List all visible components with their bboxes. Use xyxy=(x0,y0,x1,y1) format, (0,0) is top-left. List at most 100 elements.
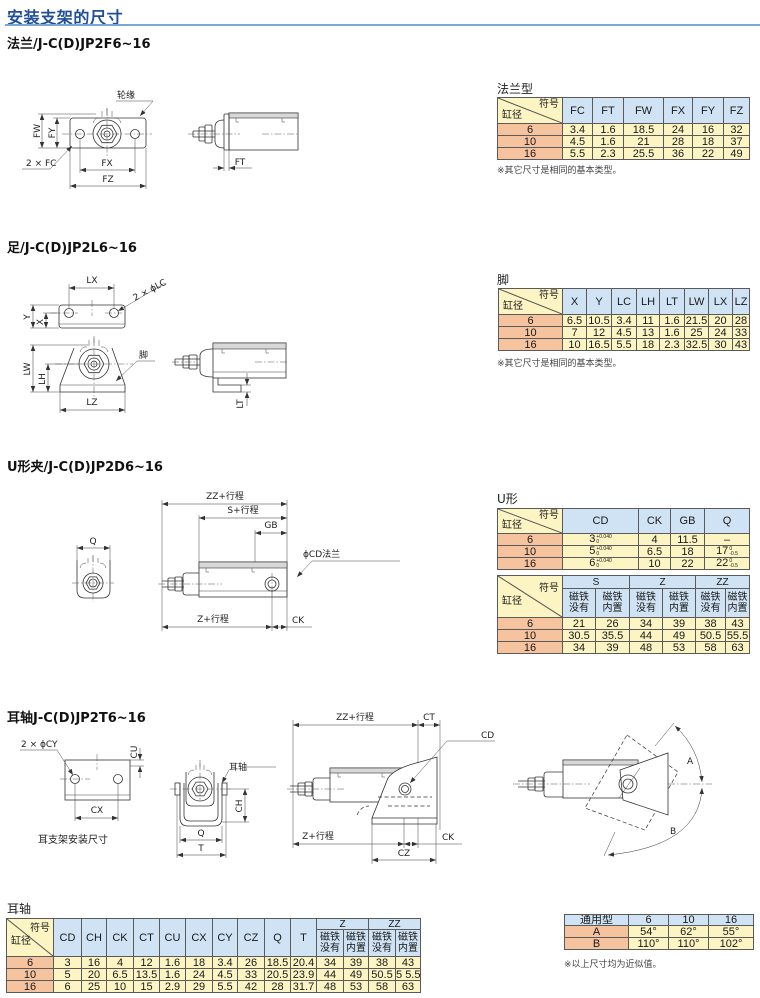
nominal-value: 6 xyxy=(589,557,596,570)
extension-lines xyxy=(241,384,251,393)
page-title: 安装支架的尺寸 xyxy=(7,8,124,27)
value-cell: 3 xyxy=(53,956,82,969)
table-header: 符号 缸径 CD CK GB Q xyxy=(497,508,750,534)
value-cell: 16 xyxy=(81,956,107,969)
bore-label: 缸径 xyxy=(502,520,522,531)
trunnion-bracket xyxy=(371,756,438,819)
extension-lines xyxy=(223,150,230,171)
table-header: 符号 缸径 S Z ZZ 磁铁没有 磁铁内置 磁铁没有 磁铁内置 磁铁没有 磁铁… xyxy=(497,575,751,618)
header-row: 符号 缸径 FC FT FW FX FY FZ xyxy=(497,97,750,124)
flange-plate xyxy=(69,117,147,149)
value-cell: 20.4 xyxy=(290,956,317,969)
head-cover xyxy=(199,348,214,378)
nominal-value: 3 xyxy=(589,533,596,546)
value-cell: 35.5 xyxy=(594,629,631,642)
diagonal-line xyxy=(498,576,562,617)
flange-table-title: 法兰型 xyxy=(497,82,534,96)
diagonal-line xyxy=(498,98,562,123)
sub-header-no-magnet: 磁铁没有 xyxy=(316,929,344,957)
corner-content: 符号 缸径 xyxy=(7,919,53,956)
symbol-label: 符号 xyxy=(539,510,559,521)
column-header: FZ xyxy=(723,97,750,124)
cx-label: CX xyxy=(91,806,103,816)
extension-lines xyxy=(38,113,147,189)
extension-lines xyxy=(30,284,115,329)
tolerance: 0-0.5 xyxy=(729,559,738,569)
sub-header-line: 磁铁 xyxy=(320,932,340,943)
nominal-value: 22 xyxy=(716,557,729,570)
value-cell: 6.5 xyxy=(562,314,587,327)
value-cell: 12 xyxy=(586,326,612,339)
clevis-outline xyxy=(76,560,111,599)
trunnion-bracket-top-view: 2 × ϕCY CU CX 耳支架安装尺寸 xyxy=(20,740,144,846)
value-cell: 10 xyxy=(638,557,671,570)
table-header: 符号 缸径 CD CH CK CT CU CX CY CZ Q T Z ZZ 磁… xyxy=(6,918,422,957)
value-cell: 31.7 xyxy=(290,980,317,993)
value-cell: 24 xyxy=(185,968,213,981)
ck-label: CK xyxy=(442,833,455,843)
value-cell: 63 xyxy=(725,641,751,654)
column-header: CK xyxy=(638,508,671,534)
corner-header-cell: 符号 缸径 xyxy=(6,918,54,957)
row-label-cell: 6 xyxy=(498,314,563,327)
clevis-pin-bore xyxy=(267,579,277,589)
bracket-mounting-caption: 耳支架安装尺寸 xyxy=(38,833,108,846)
diagonal-divider xyxy=(7,919,53,956)
center-lines xyxy=(60,754,98,780)
row-label-cell: 10 xyxy=(497,545,563,558)
type-header: 通用型 xyxy=(564,914,629,926)
value-cell: 2.3 xyxy=(592,147,624,160)
lx-label: LX xyxy=(86,276,97,286)
column-header: LH xyxy=(636,288,660,315)
value-cell: 23.9 xyxy=(290,968,317,981)
sub-header-line: 磁铁 xyxy=(700,592,721,603)
value-cell: 28 xyxy=(264,980,291,993)
sub-header-line: 磁铁 xyxy=(346,932,366,943)
value-cell: 30.5 xyxy=(562,629,596,642)
extension-lines xyxy=(30,344,126,413)
value-cell: 54° xyxy=(628,925,669,938)
value-cell: 55° xyxy=(708,925,754,938)
row-label-cell: 6 xyxy=(6,956,54,969)
header-row: 通用型 6 10 16 xyxy=(564,914,754,926)
column-header: LW xyxy=(684,288,709,315)
value-cell: 1.6 xyxy=(659,326,685,339)
value-cell: 34 xyxy=(562,641,596,654)
angle-table-note: ※以上尺寸均为近似值。 xyxy=(564,960,662,970)
q-label: Q xyxy=(197,829,204,839)
value-cell: 33 xyxy=(237,968,265,981)
value-cell: 18 xyxy=(692,135,724,148)
upper-tolerance: +0.040 xyxy=(596,557,612,564)
z-stroke-label: Z+行程 xyxy=(302,830,334,842)
extension-lines xyxy=(176,788,249,858)
value-cell: 39 xyxy=(594,641,631,654)
table-header: 符号 缸径 FC FT FW FX FY FZ xyxy=(497,97,750,124)
header-row: 符号 缸径 X Y LC LH LT LW LX LZ xyxy=(498,288,750,315)
value-cell: 44 xyxy=(316,968,344,981)
lower-tolerance: -0.5 xyxy=(729,550,738,557)
value-cell: 50.5 xyxy=(695,629,727,642)
zz-stroke-label: ZZ+行程 xyxy=(206,490,244,502)
column-header: CU xyxy=(159,918,186,957)
mounting-hole xyxy=(113,774,123,784)
value-cell: 3.4 xyxy=(212,956,238,969)
column-header: FT xyxy=(592,97,624,124)
lower-tolerance: 0 xyxy=(596,562,600,569)
center-lines xyxy=(72,555,114,602)
center-lines xyxy=(170,760,232,800)
sub-header-line: 没有 xyxy=(569,603,589,614)
sub-header-line: 没有 xyxy=(372,943,393,954)
value-cell: 43 xyxy=(732,338,750,351)
cd-label: CD xyxy=(481,731,494,741)
corner-header-cell: 符号 缸径 xyxy=(497,508,563,534)
fc-leader-line xyxy=(22,145,73,170)
